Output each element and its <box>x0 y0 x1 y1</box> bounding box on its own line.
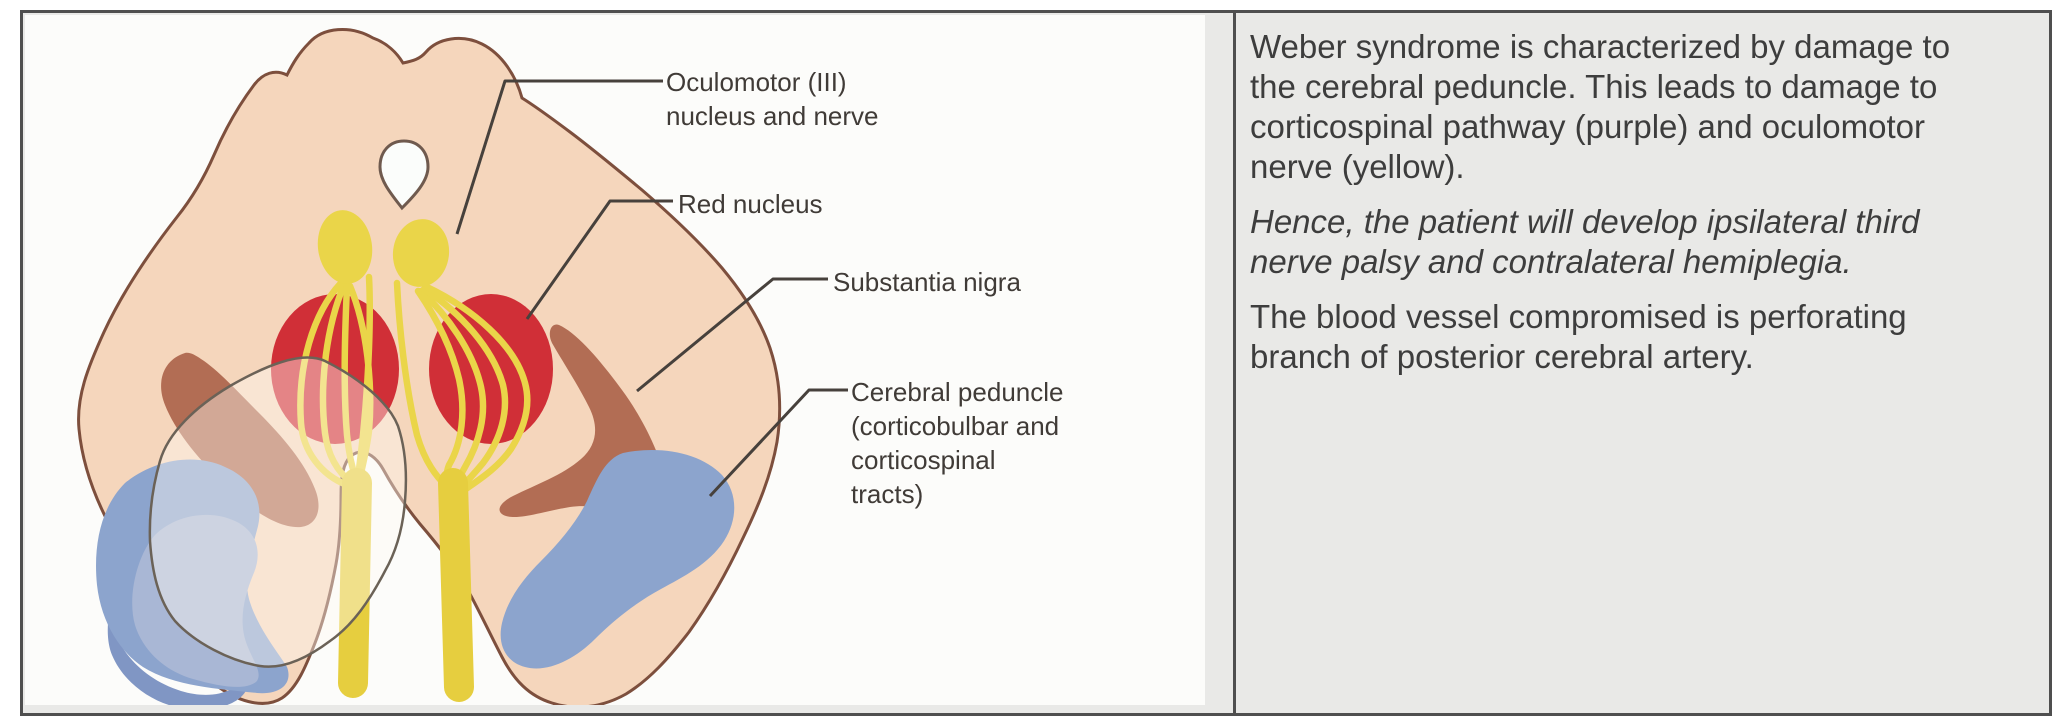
text-line: branch of posterior cerebral artery. <box>1250 338 1754 375</box>
label-line: Oculomotor (III) <box>666 67 847 97</box>
midbrain-figure: Oculomotor (III) nucleus and nerve Red n… <box>25 15 1205 705</box>
label-red-nucleus: Red nucleus <box>678 187 823 221</box>
paragraph-damage-description: Weber syndrome is characterized by damag… <box>1250 27 2031 187</box>
substantia-nigra-left <box>161 352 319 528</box>
text-line: the cerebral peduncle. This leads to dam… <box>1250 68 1938 105</box>
cerebral-peduncle-left-light <box>132 514 259 687</box>
cerebral-peduncle-right <box>500 449 735 669</box>
cerebral-peduncle-left-rim <box>107 615 249 705</box>
text-cell: Weber syndrome is characterized by damag… <box>1236 13 2049 713</box>
text-line: Hence, the patient will develop ipsilate… <box>1250 203 1920 240</box>
label-cerebral-peduncle: Cerebral peduncle (corticobulbar and cor… <box>851 375 1063 511</box>
weber-syndrome-table: Oculomotor (III) nucleus and nerve Red n… <box>20 10 2052 716</box>
paragraph-blood-vessel: The blood vessel compromised is perforat… <box>1250 297 2031 377</box>
cell-divider <box>1233 13 1236 713</box>
text-line: nerve (yellow). <box>1250 148 1465 185</box>
label-line: Cerebral peduncle <box>851 377 1064 407</box>
text-line: The blood vessel compromised is perforat… <box>1250 298 1907 335</box>
midbrain-cross-section-diagram <box>77 27 848 705</box>
label-line: tracts) <box>851 479 924 509</box>
leader-oculomotor <box>455 79 663 235</box>
leader-substantia-nigra <box>636 277 828 393</box>
cerebral-aqueduct <box>378 139 430 211</box>
leader-cerebral-peduncle <box>708 388 848 498</box>
label-oculomotor: Oculomotor (III) nucleus and nerve <box>666 65 878 133</box>
lesion-overlay <box>148 356 408 668</box>
leader-red-nucleus <box>525 199 673 320</box>
label-substantia-nigra: Substantia nigra <box>833 265 1021 299</box>
label-leader-lines <box>455 79 848 498</box>
label-line: nucleus and nerve <box>666 101 879 131</box>
text-line: nerve palsy and contralateral hemiplegia… <box>1250 243 1852 280</box>
oculomotor-nucleus-pair <box>317 210 450 287</box>
text-line: corticospinal pathway (purple) and oculo… <box>1250 108 1926 145</box>
label-line: corticospinal <box>851 445 996 475</box>
oculomotor-nucleus-left <box>317 210 373 284</box>
figure-cell: Oculomotor (III) nucleus and nerve Red n… <box>23 13 1233 713</box>
text-line: Weber syndrome is characterized by damag… <box>1250 28 1951 65</box>
label-line: (corticobulbar and <box>851 411 1060 441</box>
label-line: Substantia nigra <box>833 267 1021 297</box>
label-line: Red nucleus <box>678 189 823 219</box>
oculomotor-nerve-bundles <box>338 468 474 702</box>
oculomotor-nucleus-right <box>392 219 450 287</box>
paragraph-clinical-outcome: Hence, the patient will develop ipsilate… <box>1250 202 2031 282</box>
